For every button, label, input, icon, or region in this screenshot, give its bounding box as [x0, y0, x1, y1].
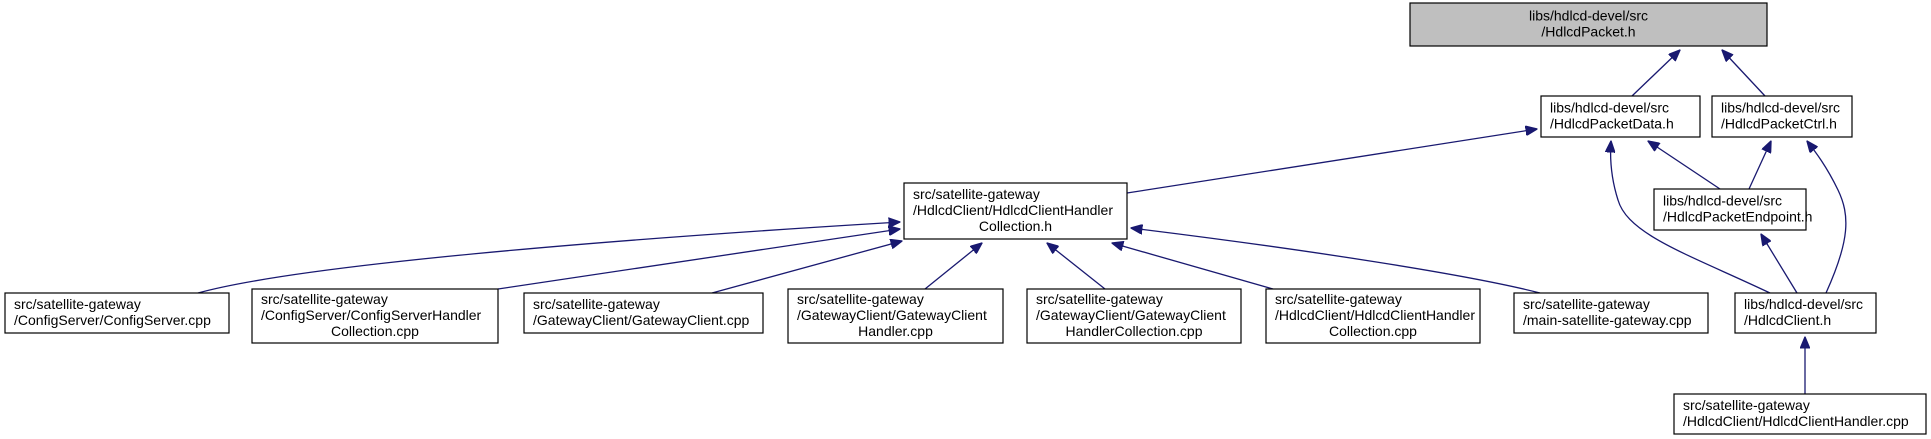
node-label-line: src/satellite-gateway [533, 296, 660, 312]
node-label-line: /HdlcdClient/HdlcdClientHandler [913, 202, 1113, 218]
node-hdlcd-client-h[interactable]: libs/hdlcd-devel/src/HdlcdClient.h [1734, 292, 1877, 334]
edge-hdlcd-packet-data-h-to-hdlcd-packet-h [1631, 50, 1680, 97]
node-box [4, 292, 230, 334]
node-box [1026, 288, 1242, 344]
node-box [1734, 292, 1877, 334]
node-label-line: /HdlcdPacketEndpoint.h [1663, 209, 1812, 225]
node-label-line: /GatewayClient/GatewayClient [797, 307, 987, 323]
node-label-line: /HdlcdPacketCtrl.h [1721, 116, 1837, 132]
edge-gateway-client-handler-cpp-to-hdlcd-client-handler-collection-h [924, 243, 982, 290]
edge-gateway-client-cpp-to-hdlcd-client-handler-collection-h [711, 241, 902, 294]
node-label-line: /GatewayClient/GatewayClient [1036, 307, 1226, 323]
node-config-server-cpp[interactable]: src/satellite-gateway/ConfigServer/Confi… [4, 292, 230, 334]
node-hdlcd-packet-h[interactable]: libs/hdlcd-devel/src/HdlcdPacket.h [1409, 2, 1768, 47]
edge-hdlcd-client-handler-collection-cpp-to-hdlcd-client-handler-collection-h [1112, 243, 1274, 290]
node-box [903, 182, 1128, 240]
node-box [251, 288, 499, 344]
edge-hdlcd-client-h-to-hdlcd-packet-data-h [1611, 141, 1771, 294]
node-label-line: src/satellite-gateway [913, 186, 1040, 202]
node-label-line: /ConfigServer/ConfigServer.cpp [14, 312, 211, 328]
node-label-line: src/satellite-gateway [14, 296, 141, 312]
node-label-line: /ConfigServer/ConfigServerHandler [261, 307, 482, 323]
node-hdlcd-client-handler-collection-cpp[interactable]: src/satellite-gateway/HdlcdClient/HdlcdC… [1265, 288, 1481, 344]
node-label-line: libs/hdlcd-devel/src [1550, 100, 1669, 116]
node-box [523, 292, 764, 334]
edge-hdlcd-client-h-to-hdlcd-packet-ctrl-h [1807, 141, 1847, 294]
node-hdlcd-packet-ctrl-h[interactable]: libs/hdlcd-devel/src/HdlcdPacketCtrl.h [1711, 95, 1853, 138]
node-label-line: /HdlcdPacket.h [1541, 24, 1635, 40]
node-box [1513, 292, 1709, 334]
node-hdlcd-packet-data-h[interactable]: libs/hdlcd-devel/src/HdlcdPacketData.h [1540, 95, 1701, 138]
edge-hdlcd-client-handler-collection-h-to-hdlcd-packet-data-h [1126, 129, 1537, 194]
node-config-server-handler-collection-cpp[interactable]: src/satellite-gateway/ConfigServer/Confi… [251, 288, 499, 344]
node-gateway-client-cpp[interactable]: src/satellite-gateway/GatewayClient/Gate… [523, 292, 764, 334]
edge-hdlcd-packet-ctrl-h-to-hdlcd-packet-h [1722, 50, 1766, 97]
node-label-line: src/satellite-gateway [797, 291, 924, 307]
node-label-line: libs/hdlcd-devel/src [1721, 100, 1840, 116]
node-label-line: /HdlcdPacketData.h [1550, 116, 1674, 132]
node-label-line: Collection.cpp [1329, 323, 1417, 339]
edge-main-satellite-gateway-cpp-to-hdlcd-client-handler-collection-h [1131, 228, 1541, 294]
node-label-line: Handler.cpp [858, 323, 933, 339]
node-label-line: Collection.h [979, 218, 1052, 234]
node-box [1265, 288, 1481, 344]
node-label-line: src/satellite-gateway [261, 291, 388, 307]
node-label-line: src/satellite-gateway [1036, 291, 1163, 307]
node-gateway-client-handler-collection-cpp[interactable]: src/satellite-gateway/GatewayClient/Gate… [1026, 288, 1242, 344]
edge-config-server-handler-collection-cpp-to-hdlcd-client-handler-collection-h [497, 229, 900, 290]
node-label-line: src/satellite-gateway [1523, 296, 1650, 312]
node-hdlcd-client-handler-collection-h[interactable]: src/satellite-gateway/HdlcdClient/HdlcdC… [903, 182, 1128, 240]
node-gateway-client-handler-cpp[interactable]: src/satellite-gateway/GatewayClient/Gate… [787, 288, 1004, 344]
edge-hdlcd-packet-endpoint-h-to-hdlcd-packet-ctrl-h [1748, 141, 1771, 190]
node-box [1653, 188, 1807, 231]
node-label-line: libs/hdlcd-devel/src [1744, 296, 1863, 312]
node-box [1409, 2, 1768, 47]
node-box [1711, 95, 1853, 138]
node-label-line: /HdlcdClient/HdlcdClientHandler [1275, 307, 1475, 323]
node-label-line: /main-satellite-gateway.cpp [1523, 312, 1692, 328]
node-box [1540, 95, 1701, 138]
node-hdlcd-packet-endpoint-h[interactable]: libs/hdlcd-devel/src/HdlcdPacketEndpoint… [1653, 188, 1812, 231]
node-label-line: Collection.cpp [331, 323, 419, 339]
node-label-line: /HdlcdClient.h [1744, 312, 1831, 328]
edge-hdlcd-client-h-to-hdlcd-packet-endpoint-h [1761, 234, 1798, 294]
edge-gateway-client-handler-collection-cpp-to-hdlcd-client-handler-collection-h [1047, 243, 1106, 290]
node-hdlcd-client-handler-cpp[interactable]: src/satellite-gateway/HdlcdClient/HdlcdC… [1673, 393, 1927, 435]
node-label-line: HandlerCollection.cpp [1066, 323, 1203, 339]
edges-layer [197, 50, 1847, 394]
node-label-line: src/satellite-gateway [1683, 397, 1810, 413]
node-label-line: src/satellite-gateway [1275, 291, 1402, 307]
node-label-line: libs/hdlcd-devel/src [1663, 193, 1782, 209]
node-main-satellite-gateway-cpp[interactable]: src/satellite-gateway/main-satellite-gat… [1513, 292, 1709, 334]
edge-config-server-cpp-to-hdlcd-client-handler-collection-h [197, 222, 900, 294]
node-box [1673, 393, 1927, 435]
nodes-layer: libs/hdlcd-devel/src/HdlcdPacket.hlibs/h… [4, 2, 1927, 435]
node-label-line: /HdlcdClient/HdlcdClientHandler.cpp [1683, 413, 1909, 429]
node-label-line: libs/hdlcd-devel/src [1529, 8, 1648, 24]
edge-hdlcd-packet-endpoint-h-to-hdlcd-packet-data-h [1648, 141, 1721, 190]
node-box [787, 288, 1004, 344]
node-label-line: /GatewayClient/GatewayClient.cpp [533, 312, 750, 328]
